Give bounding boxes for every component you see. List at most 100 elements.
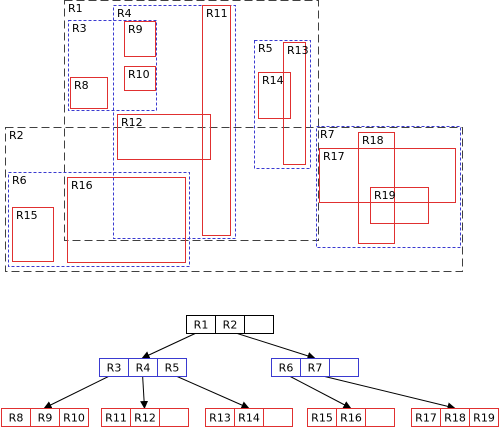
region-r13: R13 (283, 42, 309, 165)
node-cell (157, 358, 187, 377)
tree-node-root: R1 R2 (186, 315, 274, 334)
tree-edges (43, 330, 456, 411)
node-entry-r5: R5 (165, 362, 180, 375)
edge-n-r2-to-n-r7 (314, 373, 456, 411)
region-r17: R17 (319, 148, 456, 203)
tree-node-n-r1: R3 R4 R5 (99, 358, 187, 377)
node-entry-r16: R16 (340, 412, 362, 425)
node-entry-r3: R3 (107, 362, 122, 375)
region-r1: R1 (64, 0, 319, 241)
region-r3-box (68, 20, 157, 111)
node-cell (329, 358, 359, 377)
node-entry-r6: R6 (279, 362, 294, 375)
node-cell (263, 408, 293, 427)
region-r10-label: R10 (128, 68, 150, 81)
node-entry-r4: R4 (136, 362, 151, 375)
region-r11-label: R11 (206, 7, 228, 20)
region-r17-label: R17 (323, 150, 345, 163)
node-entry-r17: R17 (415, 412, 437, 425)
region-r6: R6 (8, 172, 190, 267)
region-r1-box (64, 0, 319, 241)
edge-root-to-n-r2 (229, 330, 316, 360)
region-r9-box (124, 21, 156, 57)
region-r16-box (67, 177, 186, 263)
region-r7-box (316, 126, 461, 248)
node-entry-r2: R2 (223, 319, 238, 332)
region-r6-box (8, 172, 190, 267)
node-cell (159, 408, 189, 427)
region-r15-label: R15 (16, 209, 38, 222)
tree-node-n-r7: R17 R18 R19 (411, 408, 499, 427)
edge-n-r1-to-n-r5 (171, 373, 250, 409)
region-r5-box (254, 40, 311, 169)
node-entry-r7: R7 (308, 362, 323, 375)
node-cell (244, 315, 274, 334)
region-r9-label: R9 (128, 23, 143, 36)
region-r16: R16 (67, 177, 186, 263)
region-r6-label: R6 (12, 174, 27, 187)
region-r18-label: R18 (362, 134, 384, 147)
region-r7-label: R7 (320, 128, 335, 141)
node-entry-r12: R12 (134, 412, 156, 425)
region-r14-label: R14 (262, 74, 284, 87)
node-entry-r19: R19 (473, 412, 495, 425)
region-r12-label: R12 (121, 116, 143, 129)
region-r3-label: R3 (72, 22, 87, 35)
region-r11-box (202, 5, 231, 236)
region-r19: R19 (370, 187, 429, 224)
region-r9: R9 (124, 21, 156, 57)
region-r5-label: R5 (258, 42, 273, 55)
region-r15-box (12, 207, 54, 262)
tree-node-n-r5: R13 R14 (205, 408, 293, 427)
region-r16-label: R16 (71, 179, 93, 192)
node-entry-r18: R18 (444, 412, 466, 425)
region-r4-label: R4 (117, 7, 132, 20)
region-r2-box (5, 127, 463, 272)
region-r12: R12 (117, 114, 211, 160)
node-entry-r14: R14 (238, 412, 260, 425)
edge-n-r1-to-n-r3 (43, 373, 114, 409)
region-r13-box (283, 42, 306, 165)
region-r14-box (258, 72, 291, 119)
region-r3: R3 (68, 20, 157, 111)
edge-n-r2-to-n-r6 (285, 373, 352, 409)
node-entry-r11: R11 (105, 412, 127, 425)
region-r8-label: R8 (74, 79, 89, 92)
region-r10-box (124, 66, 156, 91)
region-r2-label: R2 (9, 129, 24, 142)
node-entry-r8: R8 (9, 412, 24, 425)
tree-node-n-r2: R6 R7 (271, 358, 359, 377)
node-entry-r13: R13 (209, 412, 231, 425)
region-r19-box (370, 187, 429, 224)
region-r11: R11 (202, 5, 231, 236)
region-r8: R8 (70, 77, 108, 109)
region-r19-label: R19 (374, 189, 396, 202)
node-cell (469, 408, 499, 427)
region-r7: R7 (316, 126, 461, 248)
region-r4-box (113, 5, 236, 239)
region-r2: R2 (5, 127, 463, 272)
node-cell (59, 408, 89, 427)
region-r4: R4 (113, 5, 236, 239)
edge-n-r1-to-n-r4 (140, 373, 149, 409)
region-r15: R15 (12, 207, 54, 262)
region-r12-box (117, 114, 211, 160)
tree-node-n-r4: R11 R12 (101, 408, 189, 427)
node-entry-r9: R9 (38, 412, 53, 425)
region-r5: R5 (254, 40, 311, 169)
region-r17-box (319, 148, 456, 203)
node-entry-r1: R1 (194, 319, 209, 332)
region-r14: R14 (258, 72, 291, 119)
region-r10: R10 (124, 66, 156, 91)
region-r8-box (70, 77, 108, 109)
spatial-regions: R1R2R3R4R5R6R7R8R9R10R11R12R13R14R15R16R… (5, 0, 463, 272)
edge-root-to-n-r1 (141, 330, 201, 359)
region-r1-label: R1 (68, 2, 83, 15)
region-r13-label: R13 (287, 44, 309, 57)
tree-node-n-r3: R8 R9 R10 (1, 408, 89, 427)
node-entry-r10: R10 (63, 412, 85, 425)
